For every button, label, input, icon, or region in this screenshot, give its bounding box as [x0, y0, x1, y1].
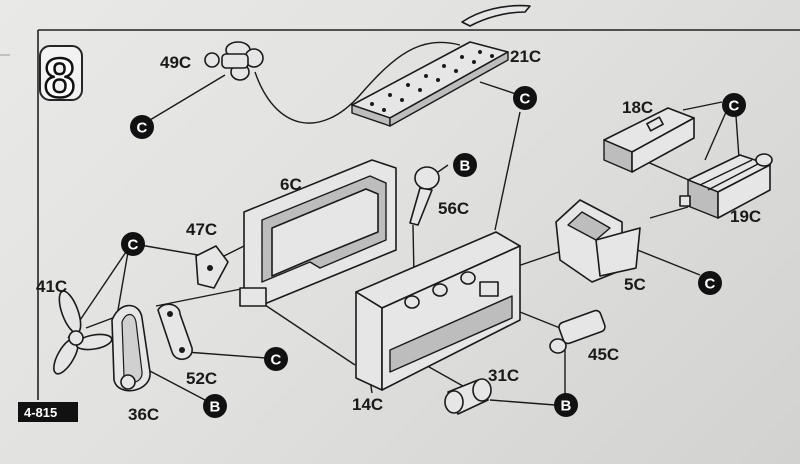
part-19c-drawing — [679, 153, 773, 219]
step-number: 8 — [39, 45, 83, 110]
badge-c-49c: C — [130, 115, 154, 139]
page-code-box: 4-815 — [18, 402, 78, 422]
part-6c-drawing — [239, 159, 397, 307]
part-label-45c: 45C — [588, 345, 619, 364]
part-21c-drawing — [351, 41, 509, 127]
part-label-36c: 36C — [128, 405, 159, 424]
badge-c-21c: C — [513, 86, 537, 110]
part-label-18c: 18C — [622, 98, 653, 117]
badge-b-31c: B — [554, 393, 578, 417]
part-label-21c: 21C — [510, 47, 541, 66]
part-18c-drawing — [603, 107, 695, 173]
part-label-47c: 47C — [186, 220, 217, 239]
part-label-19c: 19C — [730, 207, 761, 226]
step-number-text: 8 — [44, 46, 75, 109]
part-52c-drawing — [157, 303, 193, 360]
part-56c-drawing — [409, 166, 440, 226]
part-label-49c: 49C — [160, 53, 191, 72]
partial-part-top — [461, 4, 531, 27]
part-label-56c: 56C — [438, 199, 469, 218]
svg-text:C: C — [271, 352, 282, 369]
part-41c-drawing — [53, 290, 113, 375]
svg-text:C: C — [729, 98, 740, 115]
svg-text:B: B — [210, 399, 221, 416]
svg-text:C: C — [520, 91, 531, 108]
svg-text:C: C — [137, 120, 148, 137]
badge-c-18c: C — [722, 93, 746, 117]
part-31c-drawing — [444, 378, 492, 415]
part-label-6c: 6C — [280, 175, 302, 194]
badge-b-36c: B — [203, 394, 227, 418]
page-code-text: 4-815 — [24, 405, 57, 420]
part-label-14c: 14C — [352, 395, 383, 414]
part-47c-drawing — [195, 245, 229, 289]
part-36c-drawing — [111, 304, 151, 392]
svg-text:B: B — [561, 398, 572, 415]
badge-c-47c: C — [121, 232, 145, 256]
part-label-52c: 52C — [186, 369, 217, 388]
part-label-5c: 5C — [624, 275, 646, 294]
part-label-31c: 31C — [488, 366, 519, 385]
badge-c-52c: C — [264, 347, 288, 371]
badge-c-5c: C — [698, 271, 722, 295]
svg-text:B: B — [460, 158, 471, 175]
badge-b-56c: B — [453, 153, 477, 177]
part-5c-drawing — [555, 199, 641, 283]
part-14c-drawing — [355, 231, 521, 391]
part-label-41c: 41C — [36, 277, 67, 296]
svg-text:C: C — [705, 276, 716, 293]
part-45c-drawing — [549, 309, 606, 354]
part-49c-drawing — [204, 41, 264, 81]
svg-text:C: C — [128, 237, 139, 254]
